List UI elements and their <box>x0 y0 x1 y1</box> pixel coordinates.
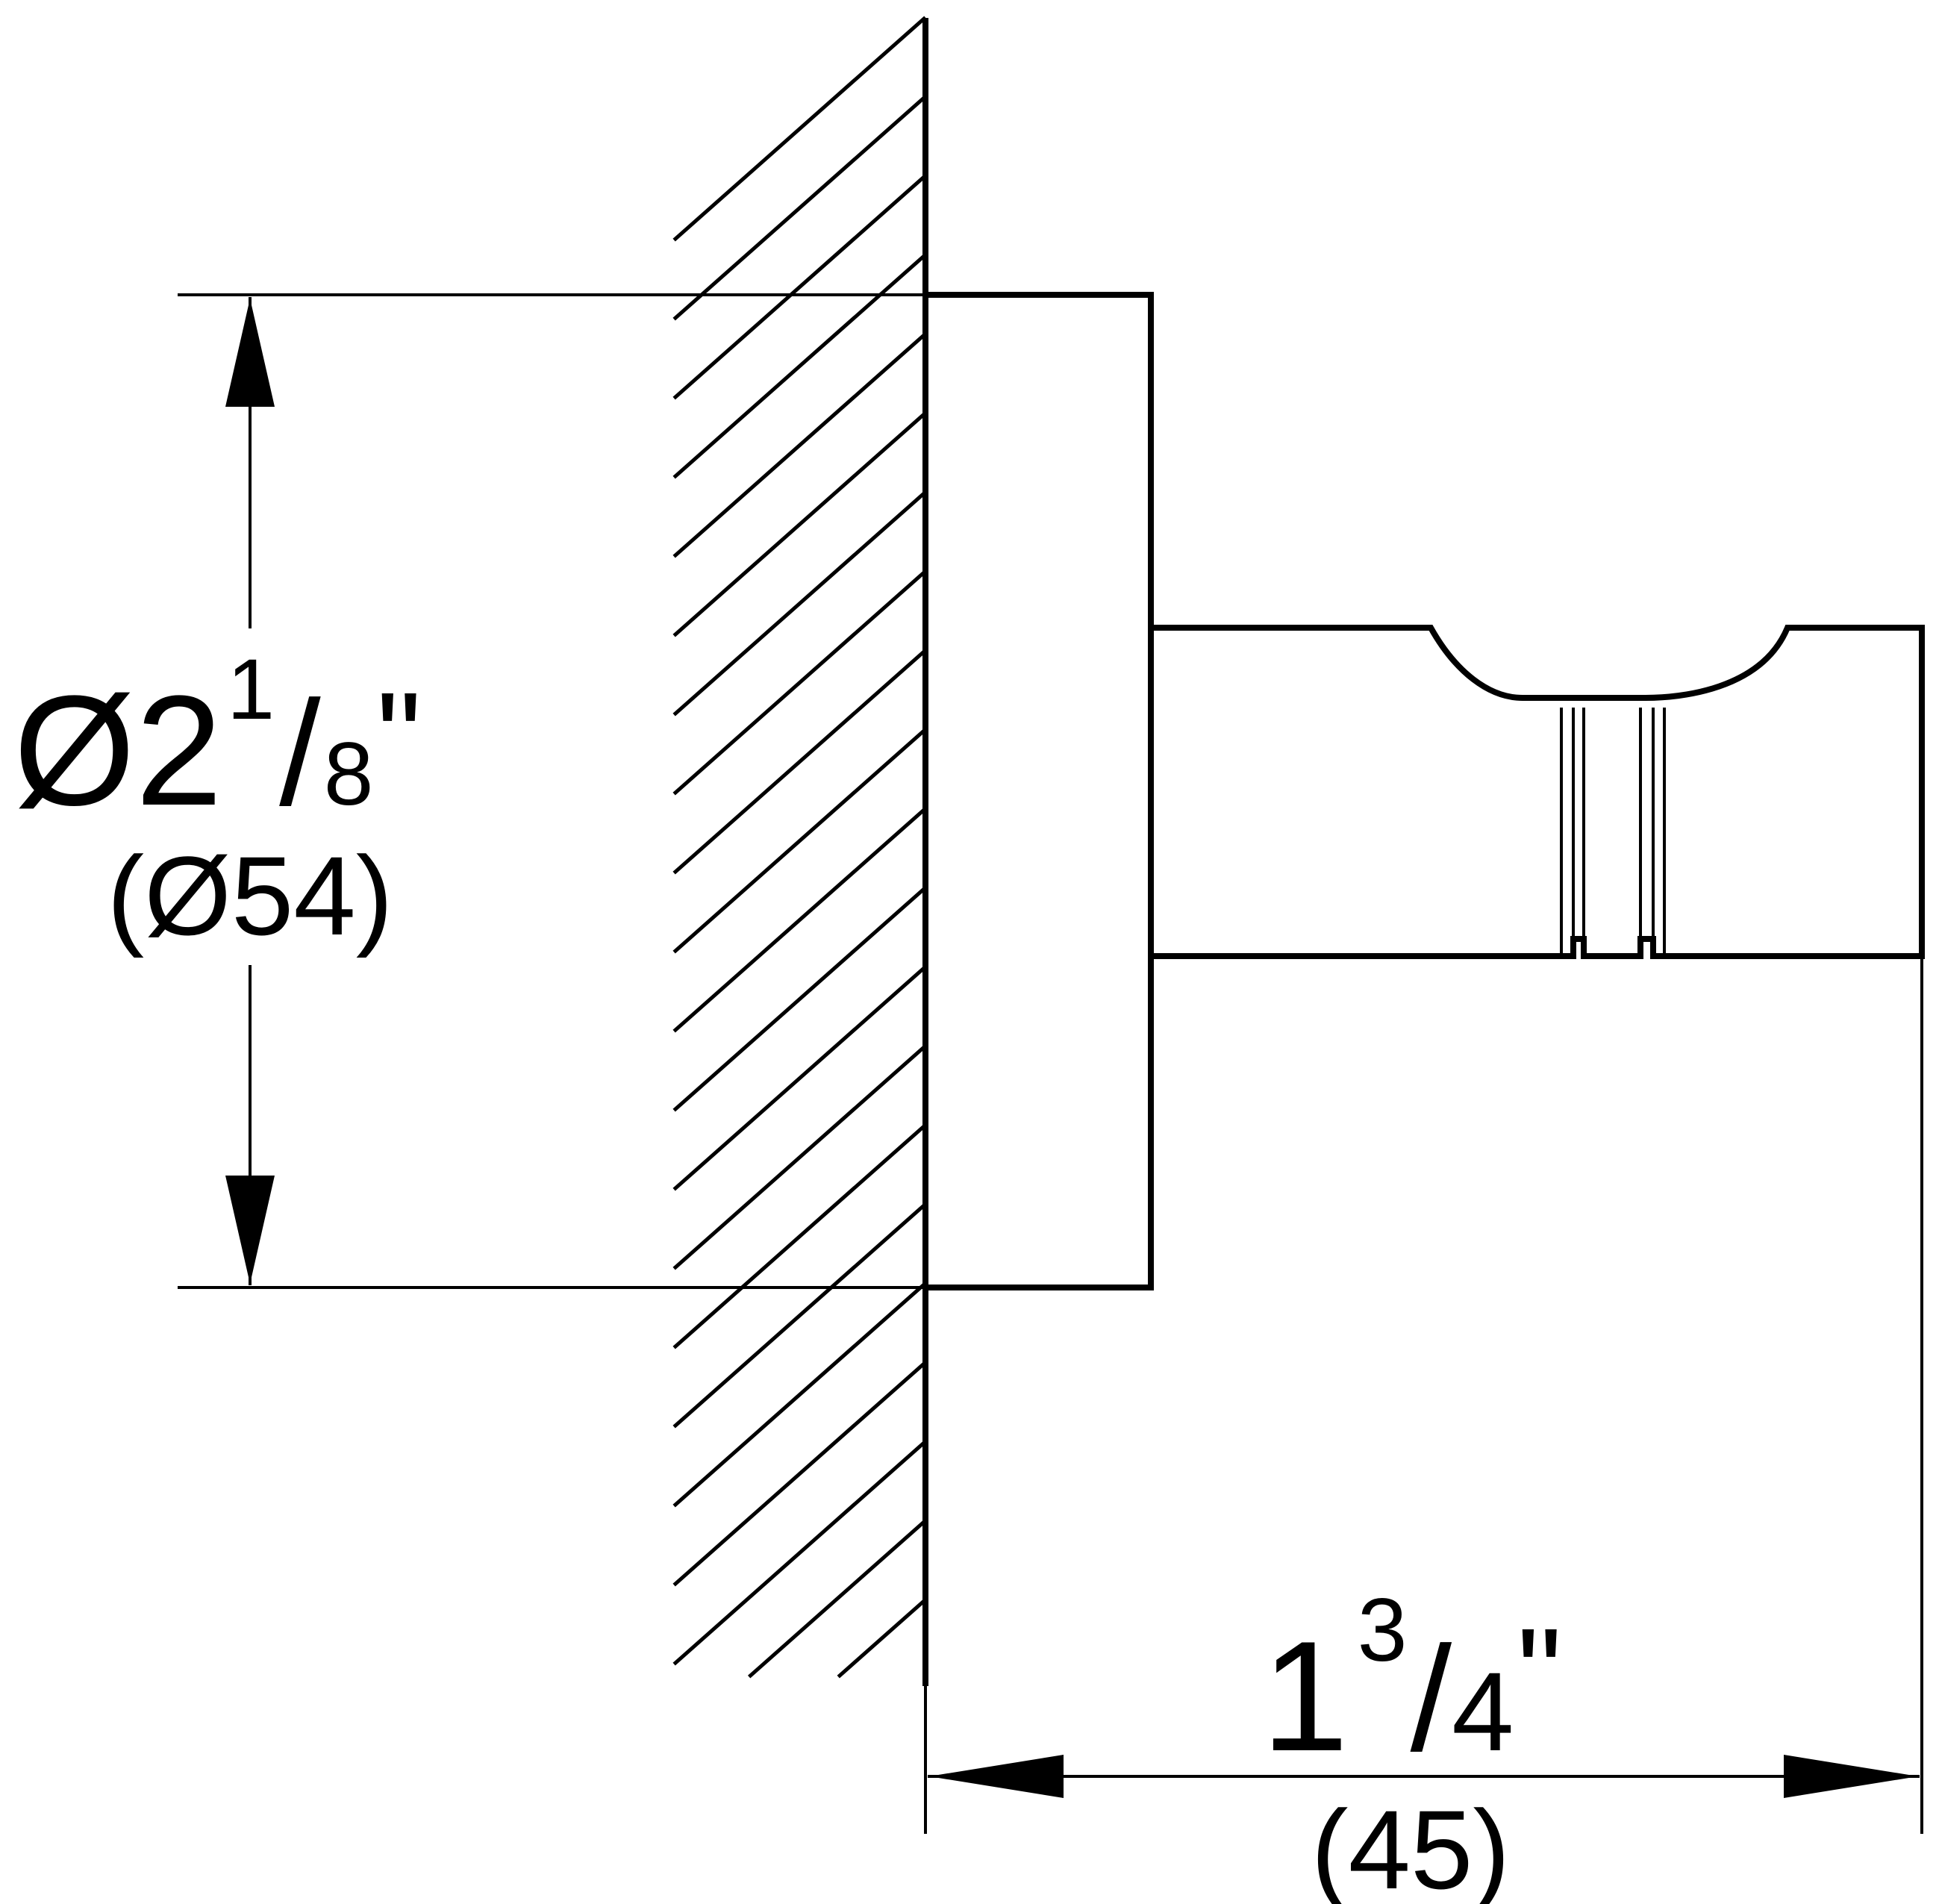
hatch-line <box>672 490 927 717</box>
projection-numerator: 3 <box>1358 1580 1408 1680</box>
hook-body <box>1148 625 1925 959</box>
diameter-label: Ø21/8" <box>13 642 422 838</box>
hatch-line <box>672 728 927 954</box>
hatch-line <box>672 1123 927 1349</box>
projection-unit: " <box>1517 1602 1562 1744</box>
diameter-dimension: Ø21/8" (Ø54) <box>13 293 927 1289</box>
arrow-up-icon <box>225 299 275 407</box>
wall-hatching <box>672 16 927 1679</box>
diameter-metric-label: (Ø54) <box>107 833 393 958</box>
diameter-denominator: 8 <box>324 724 374 824</box>
mounting-plate <box>922 292 1154 1290</box>
projection-whole: 1 <box>1261 1608 1349 1784</box>
hatch-line <box>672 569 927 796</box>
hatch-line <box>672 1202 927 1429</box>
arrow-down-icon <box>225 1176 275 1284</box>
hatch-line <box>672 411 927 637</box>
diameter-unit: " <box>376 667 421 808</box>
hatch-line <box>672 1044 927 1270</box>
hatch-line <box>672 332 927 558</box>
hatch-line <box>672 253 927 479</box>
hatch-line <box>672 886 927 1112</box>
hatch-line <box>672 1361 927 1587</box>
hatch-line <box>672 965 927 1191</box>
diameter-whole: Ø2 <box>13 663 222 838</box>
projection-metric-label: (45) <box>1311 1787 1511 1904</box>
hatch-line <box>747 1519 927 1679</box>
arrow-left-icon <box>929 1755 1064 1798</box>
hatch-line <box>672 807 927 1033</box>
hatch-line <box>672 95 927 321</box>
hatch-line <box>672 16 927 242</box>
arrow-right-icon <box>1784 1755 1918 1798</box>
hatch-line <box>672 1282 927 1508</box>
diameter-numerator: 1 <box>227 642 275 737</box>
hatch-line <box>837 1598 927 1679</box>
hatch-line <box>672 174 927 400</box>
hook-grooves <box>1560 708 1666 953</box>
hatch-line <box>672 649 927 875</box>
diameter-slash: / <box>279 670 321 837</box>
projection-slash: / <box>1411 1616 1452 1782</box>
projection-denominator: 4 <box>1452 1649 1514 1774</box>
hatch-line <box>672 1440 927 1666</box>
